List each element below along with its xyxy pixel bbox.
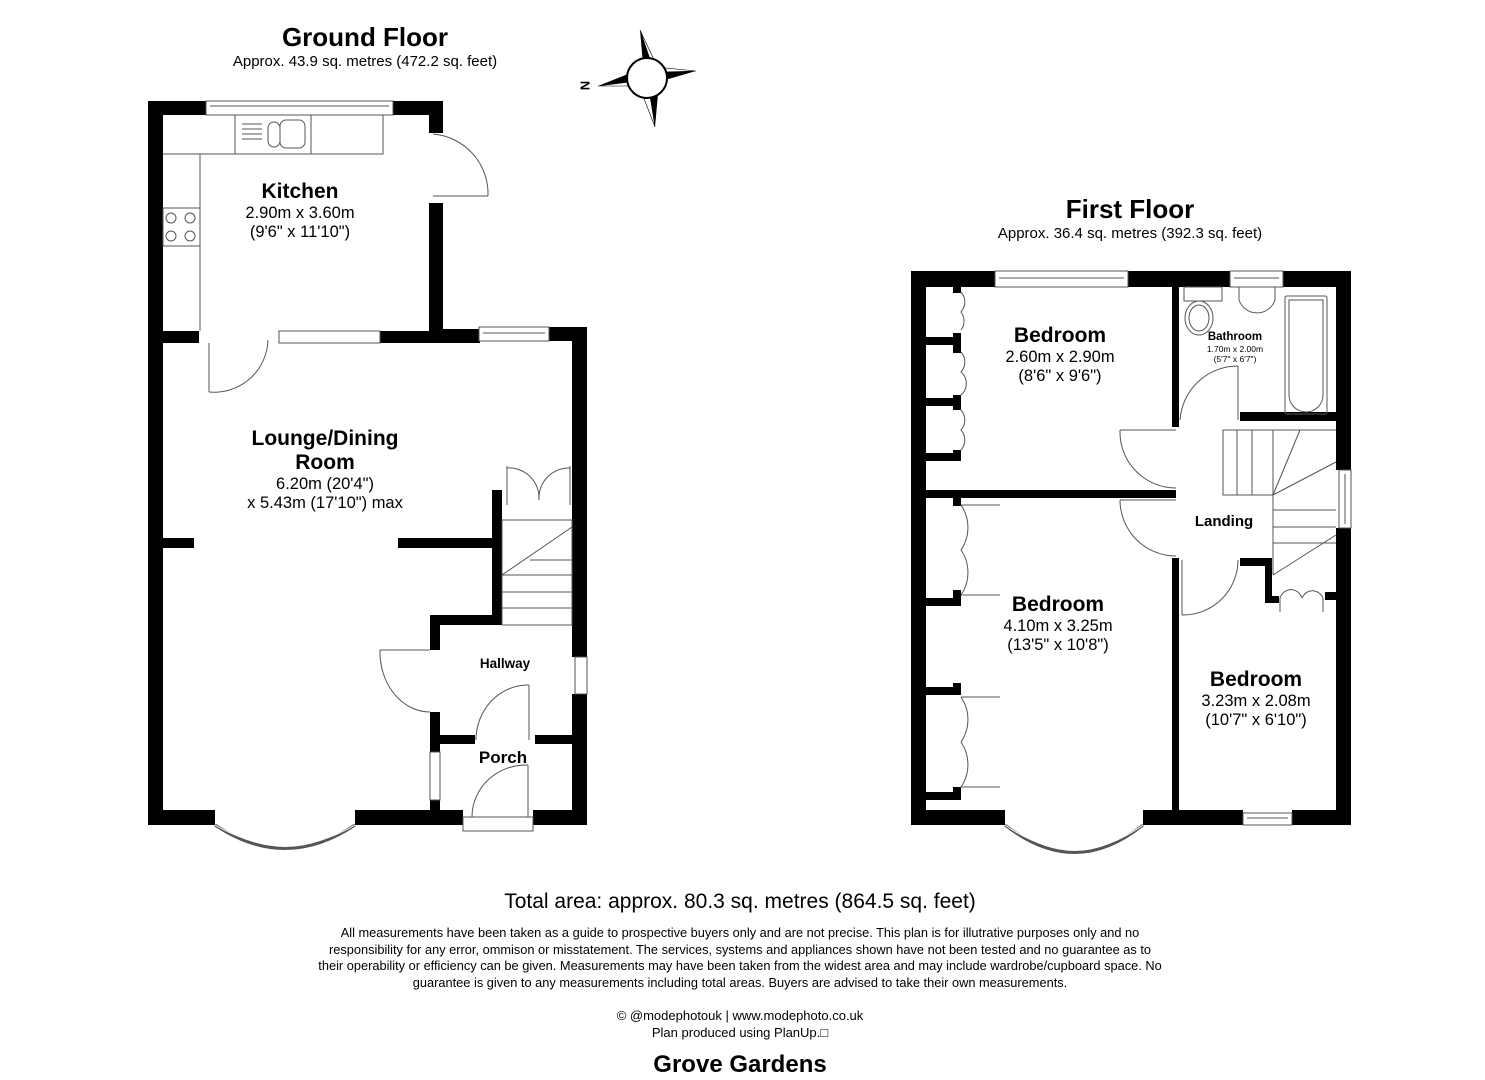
room-name: Kitchen [261, 180, 339, 203]
room-dimensions-imperial: (13'5" x 10'8") [1007, 636, 1109, 654]
room-dimensions-metric: 2.90m x 3.60m [245, 204, 355, 222]
room-landing: Landing [1194, 513, 1254, 530]
room-dimensions-metric: 2.60m x 2.90m [1005, 348, 1115, 366]
room-name: Bedroom [1013, 324, 1107, 347]
total-area: Total area: approx. 80.3 sq. metres (864… [504, 890, 976, 913]
property-address: Grove Gardens [653, 1051, 827, 1078]
room-name: Bathroom [1207, 331, 1263, 343]
ground-floor-title: Ground Floor [281, 22, 449, 52]
room-name: Bedroom [1209, 668, 1303, 691]
room-dimensions-metric: 4.10m x 3.25m [1003, 617, 1113, 635]
credit-line-1: © @modephotouk | www.modephoto.co.uk [616, 1008, 864, 1023]
compass-icon [597, 29, 697, 128]
room-bedroom-3: Bedroom 3.23m x 2.08m (10'7" x 6'10") [1176, 668, 1336, 730]
room-dimensions-imperial: (9'6" x 11'10") [249, 223, 351, 241]
first-floor-title: First Floor [1065, 194, 1195, 224]
credit-line-2: Plan produced using PlanUp.□ [651, 1025, 829, 1040]
first-floor-plan [911, 270, 1352, 854]
compass-north-label: N [577, 80, 593, 91]
room-dimensions-line1: 6.20m (20'4") [276, 475, 374, 493]
room-bedroom-1: Bedroom 2.60m x 2.90m (8'6" x 9'6") [970, 324, 1150, 386]
disclaimer-line: their operability or efficiency can be g… [318, 958, 1162, 973]
room-dimensions-metric: 1.70m x 2.00m [1206, 344, 1264, 354]
room-dimensions-metric: 3.23m x 2.08m [1201, 692, 1311, 710]
room-bathroom: Bathroom 1.70m x 2.00m (5'7" x 6'7") [1195, 331, 1275, 364]
disclaimer: All measurements have been taken as a gu… [240, 925, 1240, 991]
room-dimensions-imperial: (10'7" x 6'10") [1205, 711, 1307, 729]
ground-floor-area: Approx. 43.9 sq. metres (472.2 sq. feet) [232, 53, 498, 70]
disclaimer-line: guarantee is given to any measurements i… [412, 974, 1068, 990]
disclaimer-line: responsibility for any error, ommison or… [328, 941, 1152, 957]
room-name: Bedroom [1011, 593, 1105, 616]
first-floor-area: Approx. 36.4 sq. metres (392.3 sq. feet) [997, 225, 1263, 242]
room-name-line1: Lounge/Dining [251, 427, 399, 450]
room-porch: Porch [478, 748, 528, 767]
ground-floor-plan [148, 100, 588, 850]
room-bedroom-2: Bedroom 4.10m x 3.25m (13'5" x 10'8") [968, 593, 1148, 655]
room-dimensions-imperial: (8'6" x 9'6") [1018, 367, 1102, 385]
disclaimer-line: All measurements have been taken as a gu… [340, 925, 1140, 940]
room-dimensions-imperial: (5'7" x 6'7") [1213, 354, 1257, 364]
room-lounge-dining: Lounge/Dining Room 6.20m (20'4") x 5.43m… [200, 427, 450, 513]
room-name-line2: Room [295, 451, 355, 474]
room-dimensions-line2: x 5.43m (17'10") max [247, 494, 403, 512]
room-kitchen: Kitchen 2.90m x 3.60m (9'6" x 11'10") [210, 180, 390, 242]
room-hallway: Hallway [479, 656, 531, 671]
